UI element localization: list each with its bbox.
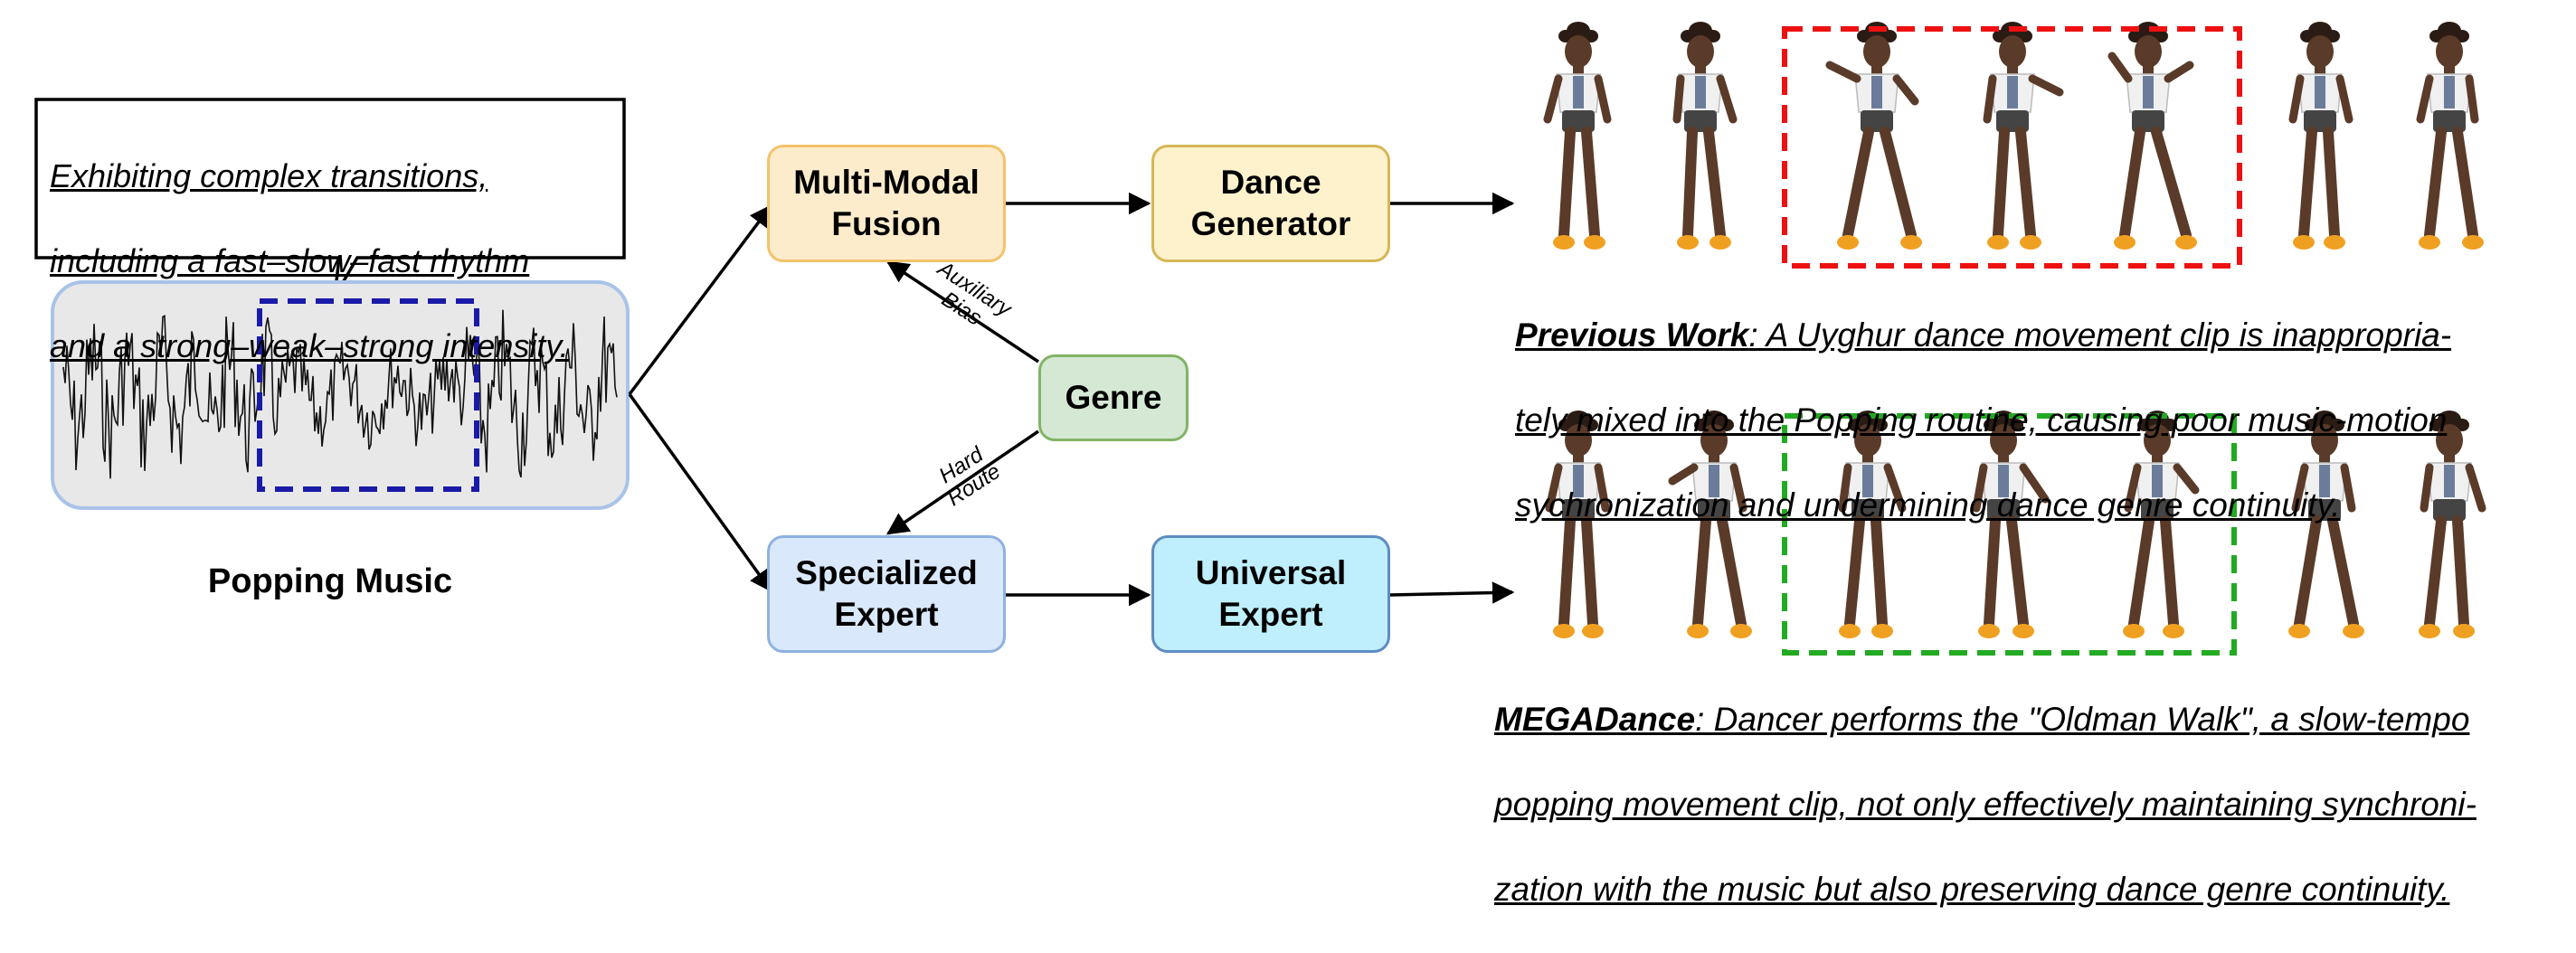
dancer-figure-megadance-5 (2123, 410, 2200, 638)
waveform-highlight-box (257, 298, 479, 492)
dancer-row-previous (1543, 21, 2484, 250)
dancer-figure-previous-7 (2416, 21, 2484, 250)
dancer-figure-megadance-4 (1972, 410, 2050, 638)
universal-expert-node: Universal Expert (1151, 535, 1390, 653)
megadance-caption: MEGADance: Dancer performs the "Oldman W… (1494, 656, 2477, 953)
diagram-graphics (34, 21, 2486, 656)
dancer-figure-previous-6 (2288, 21, 2353, 250)
previous-work-line-2: tely mixed into the Popping routine, cau… (1515, 401, 2448, 439)
speech-bubble-text: Exhibiting complex transitions, includin… (50, 112, 569, 410)
waveform-box (51, 280, 630, 510)
arrow-to-specialized (628, 392, 772, 592)
megadance-line-3: zation with the music but also preservin… (1494, 871, 2450, 908)
dance-generator-node: Dance Generator (1151, 145, 1390, 262)
multi-modal-fusion-node: Multi-Modal Fusion (767, 145, 1006, 262)
dancer-figure-megadance-1 (1545, 410, 1610, 638)
previous-work-line-1: Previous Work: A Uyghur dance movement c… (1515, 314, 2451, 356)
dancer-figure-previous-4 (1983, 21, 2064, 250)
waveform (62, 309, 618, 479)
dancer-figure-previous-3 (1825, 21, 1922, 250)
arrow-universal-to-output (1389, 581, 1515, 604)
megadance-line-2: popping movement clip, not only effectiv… (1494, 786, 2477, 823)
dancer-figure-megadance-7 (2419, 410, 2486, 638)
previous-work-title: Previous Work (1515, 316, 1749, 354)
dancer-figure-previous-1 (1543, 21, 1612, 250)
dancer-figure-megadance-6 (2288, 410, 2364, 638)
red-highlight-box (1782, 26, 2242, 269)
speech-bubble-shape (34, 98, 626, 297)
speech-line-1: Exhibiting complex transitions, (50, 157, 488, 194)
megadance-text-1: : Dancer performs the "Oldman Walk", a s… (1695, 701, 2470, 738)
specialized-expert-node: Specialized Expert (767, 535, 1006, 653)
arrow-genre-to-specialized (886, 429, 1039, 535)
green-highlight-box (1782, 413, 2237, 656)
arrow-genre-to-fusion (886, 260, 1039, 363)
genre-node: Genre (1038, 354, 1189, 441)
megadance-title: MEGADance (1494, 701, 1696, 738)
music-label: Popping Music (207, 562, 453, 600)
dancer-figure-previous-5 (2107, 21, 2197, 250)
dancer-figure-megadance-3 (1838, 410, 1907, 638)
previous-work-line-3: sychronization and undermining dance gen… (1515, 486, 2341, 524)
dancer-row-megadance (1545, 410, 2486, 638)
diagram-canvas: Exhibiting complex transitions, includin… (34, 21, 2486, 908)
megadance-line-1: MEGADance: Dancer performs the "Oldman W… (1494, 698, 2477, 741)
dancer-figure-megadance-2 (1668, 410, 1752, 638)
speech-line-3: and a strong–weak–strong intensity. (50, 327, 569, 364)
arrow-to-fusion (628, 204, 772, 396)
previous-work-caption: Previous Work: A Uyghur dance movement c… (1515, 271, 2451, 569)
dancer-figure-previous-2 (1672, 21, 1738, 250)
speech-line-2: including a fast–slow–fast rhythm (50, 242, 530, 279)
previous-work-text-1: : A Uyghur dance movement clip is inappr… (1748, 316, 2452, 354)
